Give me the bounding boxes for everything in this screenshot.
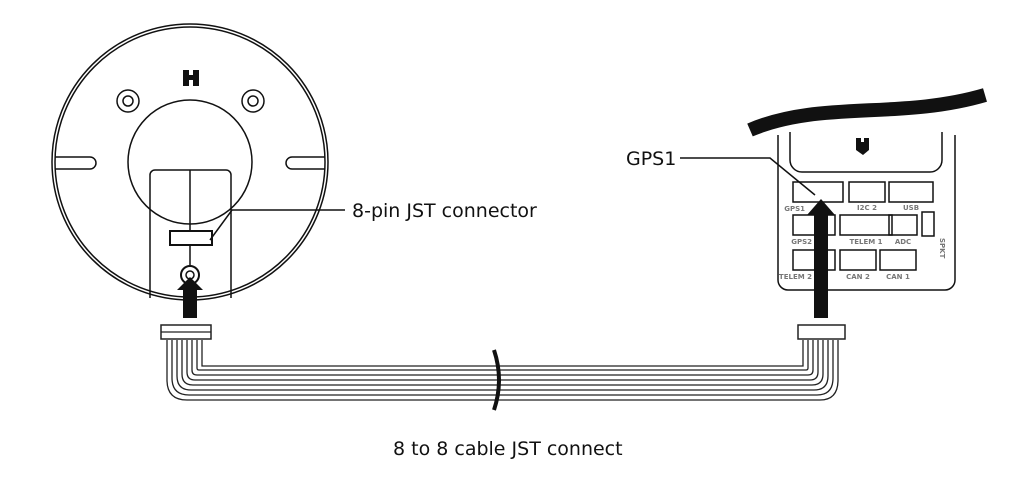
jst-cable bbox=[160, 324, 846, 411]
port-label: CAN 1 bbox=[886, 273, 910, 281]
fc-logo-icon bbox=[856, 138, 869, 155]
gps-port-label: GPS1 bbox=[626, 148, 676, 170]
cable-label: 8 to 8 cable JST connect bbox=[393, 438, 623, 460]
port-label: I2C 2 bbox=[857, 204, 877, 212]
port-label: SPKT bbox=[938, 238, 946, 259]
flight-controller bbox=[680, 88, 987, 291]
port-label: GPS1 bbox=[784, 205, 805, 213]
port-label: TELEM 1 bbox=[849, 238, 882, 246]
logo-icon bbox=[183, 70, 199, 86]
port-label: ADC bbox=[895, 238, 911, 246]
port-label: GPS2 bbox=[791, 238, 812, 246]
arrow-up-icon bbox=[807, 199, 835, 318]
port-label: TELEM 2 bbox=[779, 273, 812, 281]
connector-label: 8-pin JST connector bbox=[352, 200, 537, 222]
port-label: USB bbox=[903, 204, 919, 212]
arrow-up-icon bbox=[177, 277, 203, 318]
port-label: CAN 2 bbox=[846, 273, 870, 281]
gps-module bbox=[51, 23, 345, 301]
